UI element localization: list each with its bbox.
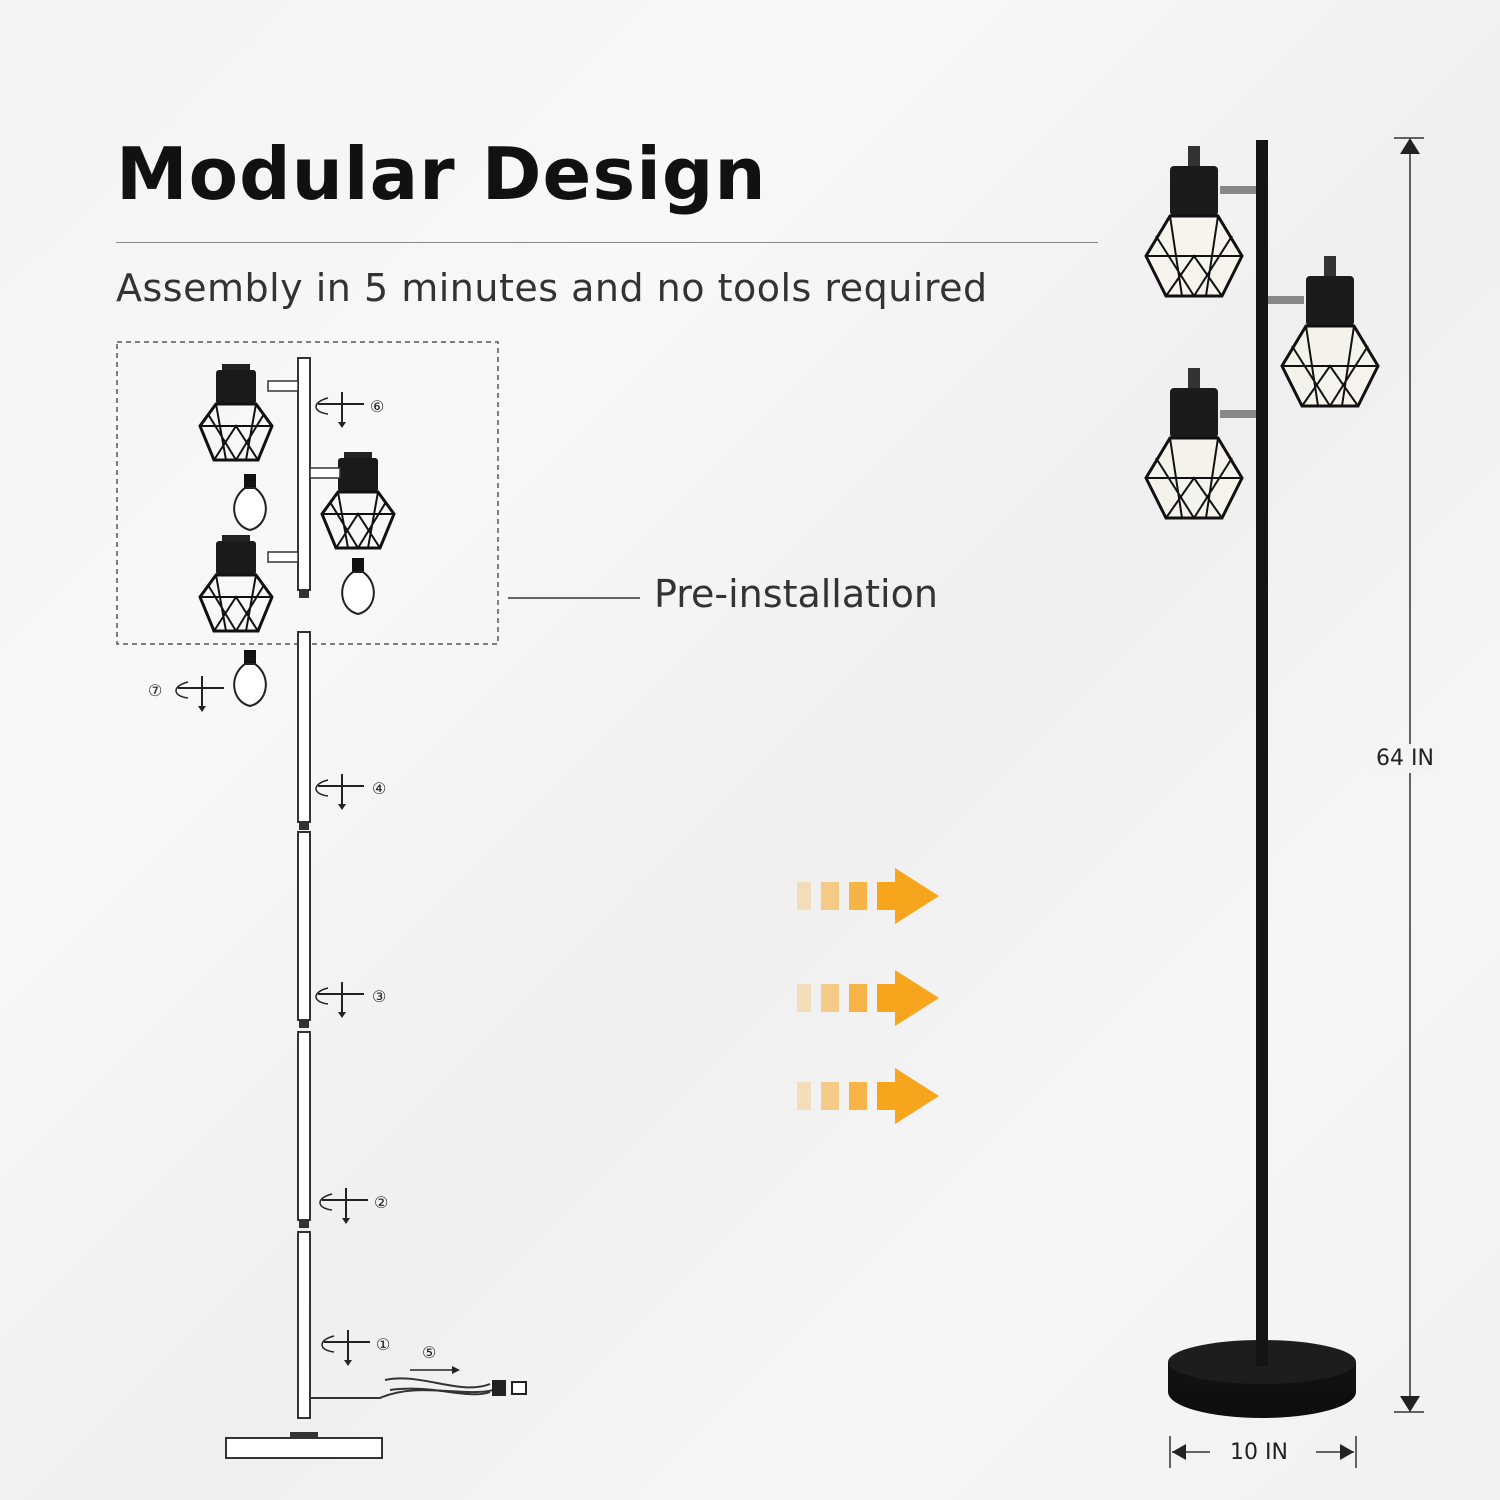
title-divider xyxy=(116,242,1098,243)
rotate-arrow-icon xyxy=(319,1187,369,1225)
cage-shade-icon xyxy=(320,450,396,550)
assembled-lamp xyxy=(1144,140,1380,1418)
step-5-label: ⑤ xyxy=(422,1343,436,1362)
bulb-icon xyxy=(341,557,375,615)
width-dimension xyxy=(1169,1436,1357,1468)
step-1-label: ① xyxy=(376,1335,390,1354)
step-2-label: ② xyxy=(374,1193,388,1212)
rotate-arrow-icon xyxy=(315,981,365,1019)
width-label: 10 IN xyxy=(1226,1438,1292,1467)
page-title: Modular Design xyxy=(116,132,767,216)
rotate-arrow-icon xyxy=(315,773,365,811)
step-6-label: ⑥ xyxy=(370,397,384,416)
height-dimension xyxy=(1394,137,1424,1413)
rotate-arrow-icon xyxy=(175,675,225,713)
rotate-arrow-icon xyxy=(315,391,365,429)
rotate-arrow-icon xyxy=(321,1329,371,1367)
plug-icon xyxy=(492,1380,527,1396)
page-subtitle: Assembly in 5 minutes and no tools requi… xyxy=(116,266,988,310)
cage-shade-icon xyxy=(198,362,274,462)
bulb-icon xyxy=(233,649,267,707)
pole-segments xyxy=(297,357,311,1419)
lamp-base-diagram xyxy=(225,1437,383,1459)
direction-arrow-icon xyxy=(797,1068,939,1124)
step-3-label: ③ xyxy=(372,987,386,1006)
height-label: 64 IN xyxy=(1372,744,1438,773)
direction-arrow-icon xyxy=(797,868,939,924)
step-4-label: ④ xyxy=(372,779,386,798)
direction-arrow-icon xyxy=(797,970,939,1026)
pre-installation-label: Pre-installation xyxy=(654,572,938,616)
bulb-icon xyxy=(233,473,267,531)
cage-shade-icon xyxy=(198,533,274,633)
step-7-label: ⑦ xyxy=(148,681,162,700)
